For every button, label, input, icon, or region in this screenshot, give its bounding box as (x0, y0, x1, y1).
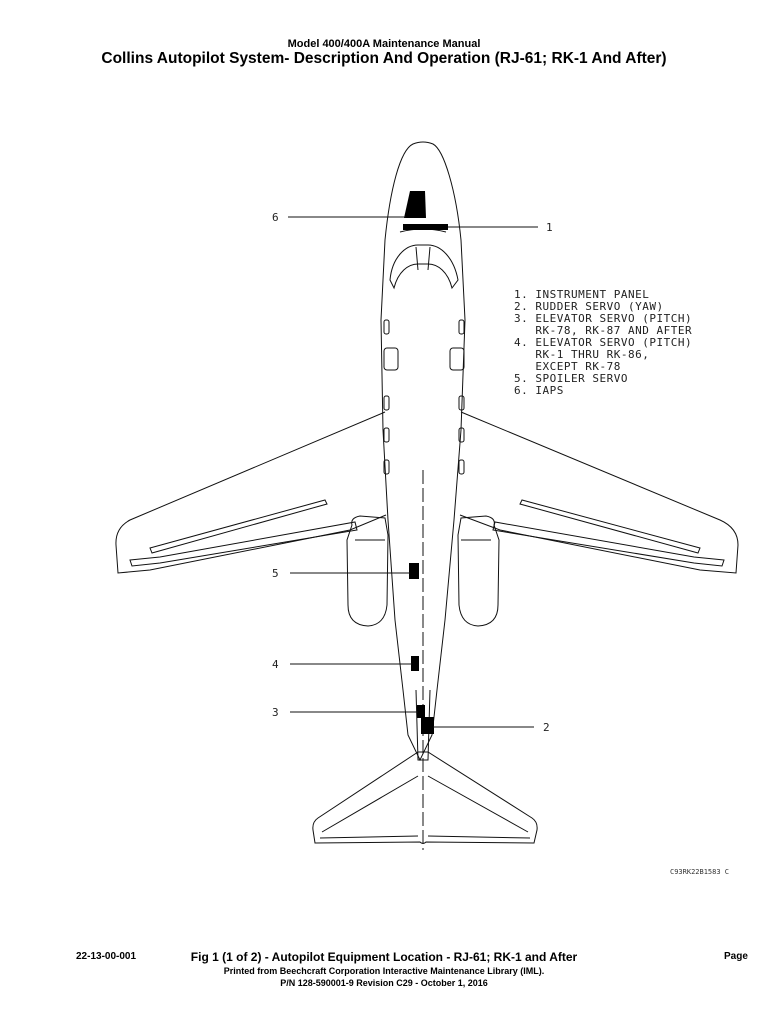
callout-5: 5 (272, 567, 279, 580)
legend-line: 3. ELEVATOR SERVO (PITCH) (514, 312, 692, 325)
spoiler-servo-marker (409, 563, 419, 579)
left-flap (129, 521, 358, 567)
left-spoiler (149, 499, 328, 554)
callout-3: 3 (272, 706, 279, 719)
rudder-servo-marker (421, 717, 434, 734)
fuselage-outline (380, 141, 466, 762)
drawing-code: C93RK22B1583 C (670, 868, 729, 876)
revision-info: P/N 128-590001-9 Revision C29 - October … (280, 978, 488, 988)
windshield-frame (415, 246, 431, 271)
callout-2: 2 (543, 721, 550, 734)
legend: 1. INSTRUMENT PANEL 2. RUDDER SERVO (YAW… (514, 288, 692, 397)
legend-line: RK-1 THRU RK-86, (514, 348, 649, 361)
figure-caption: Fig 1 (1 of 2) - Autopilot Equipment Loc… (190, 950, 578, 964)
right-elevator (427, 775, 531, 839)
legend-line: 6. IAPS (514, 384, 564, 397)
left-elevator (319, 775, 419, 839)
right-wing (459, 411, 739, 574)
legend-line: 2. RUDDER SERVO (YAW) (514, 300, 664, 313)
elevator-servo-rk1-marker (411, 656, 419, 671)
legend-line: 5. SPOILER SERVO (514, 372, 628, 385)
callout-4: 4 (272, 658, 279, 671)
page-title: Collins Autopilot System- Description An… (101, 50, 667, 67)
page-label: Page (724, 951, 748, 962)
right-flap (492, 521, 725, 567)
iaps-marker (404, 191, 426, 218)
printed-from: Printed from Beechcraft Corporation Inte… (223, 966, 545, 976)
elevator-servo-rk78-marker (417, 705, 425, 718)
callout-6: 6 (272, 211, 279, 224)
left-cabin-windows (383, 319, 399, 475)
manual-model-title: Model 400/400A Maintenance Manual (287, 38, 481, 50)
horizontal-stabilizer (312, 751, 538, 844)
legend-line: 4. ELEVATOR SERVO (PITCH) (514, 336, 692, 349)
right-spoiler (519, 499, 701, 554)
legend-line: EXCEPT RK-78 (514, 360, 621, 373)
right-cabin-windows (449, 319, 465, 475)
left-wing (115, 411, 387, 574)
right-engine (457, 515, 500, 627)
callout-1: 1 (546, 221, 553, 234)
windshield (389, 244, 459, 290)
legend-line: 1. INSTRUMENT PANEL (514, 288, 649, 301)
left-engine (346, 515, 389, 627)
doc-number: 22-13-00-001 (76, 951, 137, 962)
instrument-panel-marker (403, 224, 448, 230)
legend-line: RK-78, RK-87 AND AFTER (514, 324, 692, 337)
